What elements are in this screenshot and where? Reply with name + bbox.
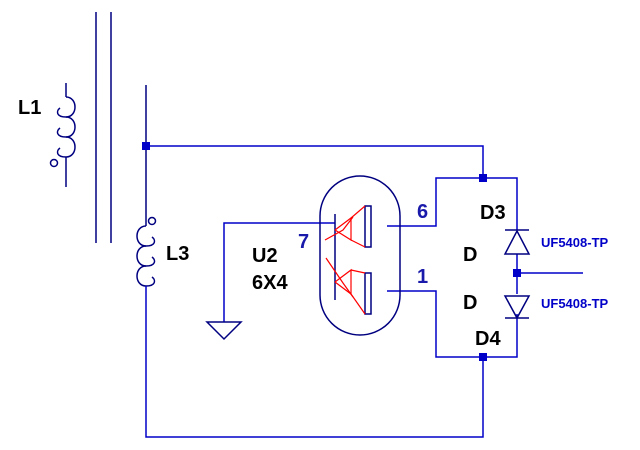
label-l3: L3 — [166, 243, 189, 265]
label-d3-value: D — [463, 244, 477, 266]
ground-symbol — [205, 321, 243, 341]
inductor-l1 — [49, 83, 76, 187]
diode-d3 — [503, 229, 531, 255]
junction-dot — [513, 269, 521, 277]
label-d3-ref: D3 — [480, 202, 506, 224]
diode-d4 — [503, 295, 531, 320]
label-d4-part: UF5408-TP — [541, 296, 609, 311]
polarity-dot-l3 — [147, 216, 157, 226]
valve-electrode-bottom — [334, 268, 352, 296]
junction-dot — [142, 142, 150, 150]
inductor-l3 — [136, 85, 157, 287]
wire-bottom-return — [145, 286, 484, 438]
wire-top — [146, 145, 484, 178]
vacuum-tube-u2 — [319, 175, 401, 336]
pin-number-anode-bottom: 1 — [417, 266, 428, 288]
junction-dot — [479, 174, 487, 182]
pin-number-grid: 7 — [298, 231, 309, 253]
valve-electrode-top — [334, 216, 352, 242]
label-d3-part: UF5408-TP — [541, 235, 609, 250]
polarity-dot-l1 — [49, 158, 59, 168]
wire-d4 — [387, 290, 518, 358]
label-d4-ref: D4 — [475, 328, 501, 350]
label-u2-ref: U2 — [252, 245, 278, 267]
wire-d3 — [483, 177, 518, 230]
wire-grid-ground — [223, 222, 335, 322]
wires — [145, 145, 583, 438]
junction-dot — [479, 353, 487, 361]
anode-plate-bottom — [364, 272, 372, 315]
wire-anode-6 — [387, 177, 483, 227]
anode-plate-top — [364, 205, 372, 248]
pin-number-anode-top: 6 — [417, 201, 428, 223]
tube-envelope — [319, 175, 401, 336]
label-d4-value: D — [463, 292, 477, 314]
label-u2-value: 6X4 — [252, 272, 288, 294]
label-l1: L1 — [18, 97, 41, 119]
